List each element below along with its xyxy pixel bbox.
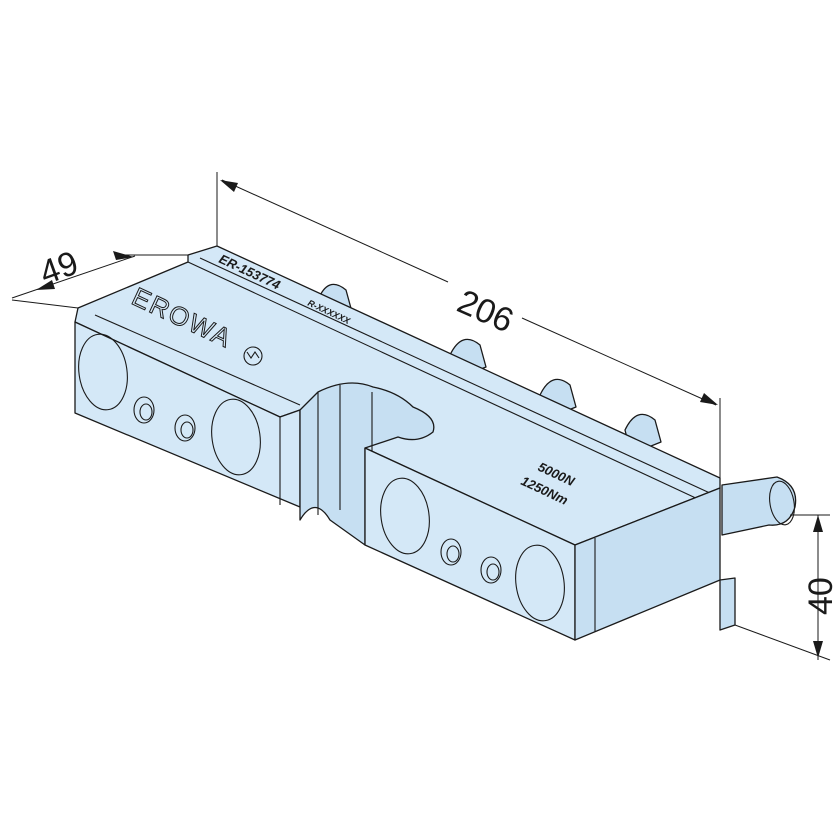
logo-emblem (243, 346, 263, 366)
width-label: 49 (35, 244, 84, 293)
length-label: 206 (452, 283, 519, 341)
rear-pins (317, 283, 797, 536)
right-block-holes (380, 477, 565, 622)
left-block-holes (78, 333, 261, 476)
slot (299, 382, 435, 546)
dimension-height: 40 (734, 514, 840, 661)
height-label: 40 (802, 577, 840, 615)
